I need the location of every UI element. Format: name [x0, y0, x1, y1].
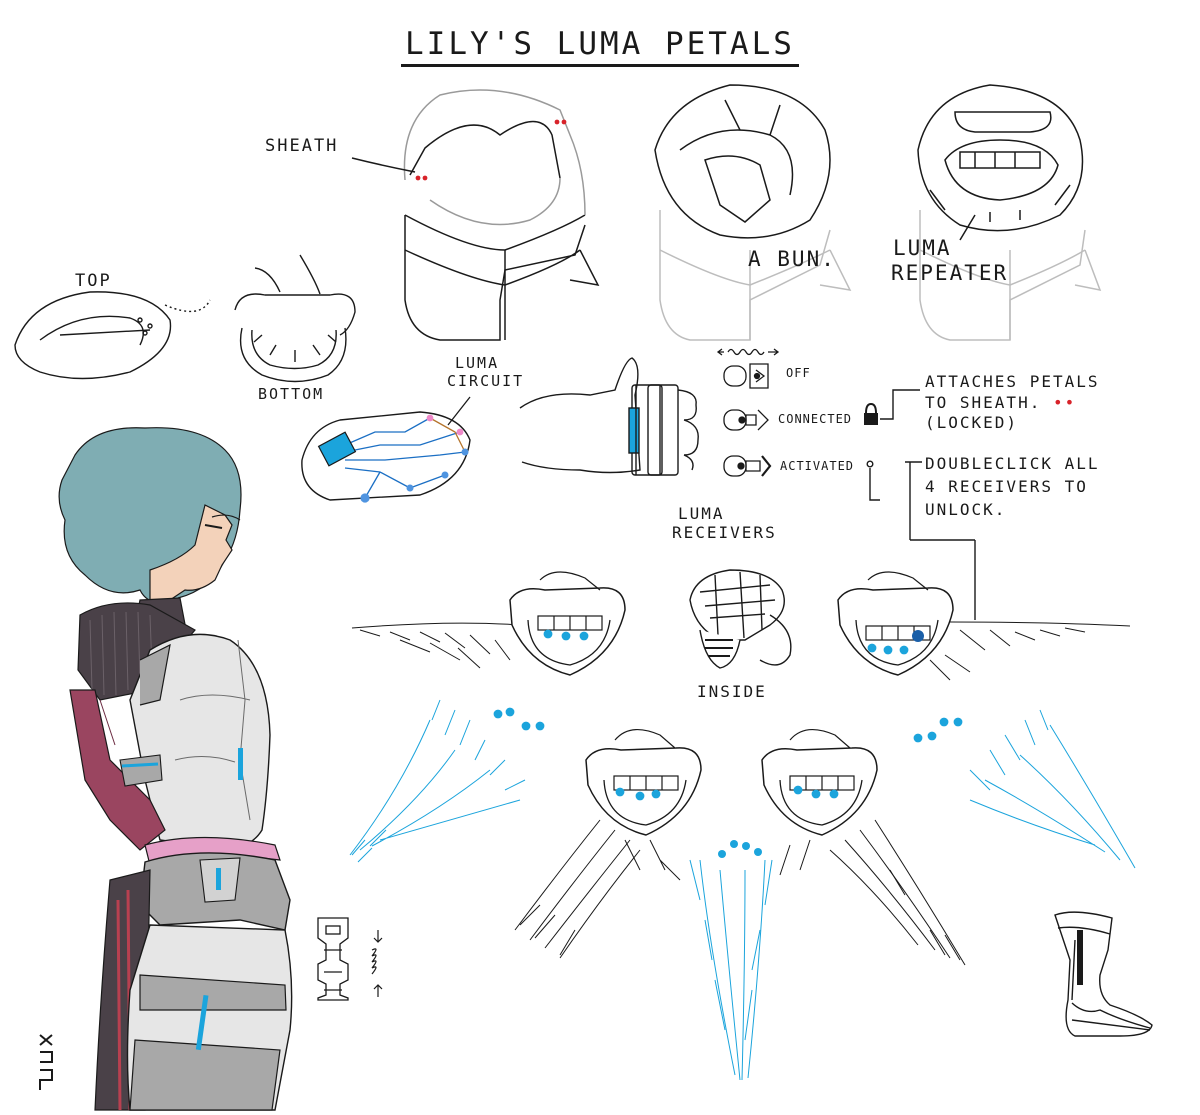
fur-petal-right: [929, 621, 1131, 681]
state-icons: [716, 348, 878, 477]
label-bottom: BOTTOM: [258, 385, 325, 403]
note-attaches-line3: (LOCKED): [925, 413, 1019, 432]
luma-circuit-diagram: [301, 396, 471, 503]
sheath-sketch-1: [403, 89, 600, 341]
spring-icon: [371, 930, 383, 997]
boot-sketch: [1054, 911, 1153, 1037]
state-activated-icon: [723, 455, 772, 477]
label-luma-receivers-line2: RECEIVERS: [672, 523, 777, 542]
blue-petal-left: [349, 699, 545, 863]
label-luma-receivers-line1: LUMA: [678, 504, 725, 523]
label-state-activated: ACTIVATED: [780, 459, 855, 473]
label-luma-repeater-line2: REPEATER: [891, 261, 1009, 285]
lock-icon: [864, 402, 878, 425]
page-title: LILY'S LUMA PETALS: [0, 26, 1200, 67]
state-off-icon: [723, 363, 769, 389]
blue-petal-center: [689, 840, 773, 1081]
label-state-connected: CONNECTED: [778, 412, 853, 426]
character-lily: [58, 427, 293, 1111]
receiver-housing-1: [509, 571, 626, 676]
sheath-sketch-2-bun: [654, 84, 852, 341]
spring-icon: [716, 348, 780, 356]
label-a-bun: A BUN.: [748, 247, 836, 271]
fur-petal-lower-right: [779, 819, 966, 966]
receiver-column-part: [317, 917, 349, 1001]
label-luma-circuit-line2: CIRCUIT: [447, 372, 525, 390]
label-inside: INSIDE: [697, 682, 767, 701]
annotation-connectors: [869, 389, 976, 620]
label-luma-circuit-line1: LUMA: [455, 354, 500, 372]
label-top: TOP: [75, 271, 112, 291]
petal-bottom-view: [234, 254, 356, 383]
artist-signature: [39, 1034, 53, 1090]
note-attaches-line1: ATTACHES PETALS: [925, 372, 1100, 391]
sheath-leader-line: [351, 157, 416, 173]
hand-holding-receivers: [519, 357, 699, 476]
sheath-sketch-3-repeater: [917, 84, 1102, 341]
petal-top-view: [14, 291, 211, 380]
state-connected-icon: [723, 409, 769, 431]
fur-petal-left: [351, 622, 521, 669]
receiver-inside-view: [689, 569, 792, 669]
receiver-housing-2: [837, 571, 954, 676]
note-doubleclick-line3: UNLOCK.: [925, 500, 1007, 519]
note-attaches-line2: TO SHEATH. ••: [925, 393, 1077, 412]
label-sheath: SHEATH: [265, 136, 339, 156]
label-state-off: OFF: [786, 366, 811, 380]
repeater-leader-line: [959, 214, 976, 241]
receiver-housing-3: [585, 729, 702, 836]
label-luma-repeater-line1: LUMA: [893, 236, 952, 260]
note-doubleclick-line1: DOUBLECLICK ALL: [925, 454, 1100, 473]
note-doubleclick-line2: 4 RECEIVERS TO: [925, 477, 1088, 496]
fur-petal-lower-left: [514, 819, 681, 959]
receiver-housing-4: [761, 729, 878, 836]
blue-petal-right: [913, 709, 1136, 869]
